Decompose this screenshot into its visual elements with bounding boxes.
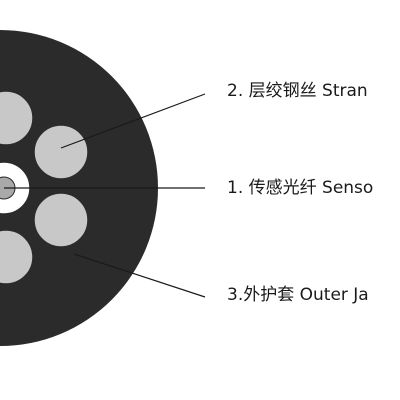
steel-wire [33,192,89,248]
steel-wire [0,229,34,285]
callout-outer-jacket: 3.外护套 Outer Ja [227,285,369,305]
steel-wire [0,90,34,146]
leader-line-strand [60,93,206,149]
callout-sensing-fiber: 1. 传感光纤 Senso [227,178,374,198]
callout-strand-wire: 2. 层绞钢丝 Stran [227,81,368,101]
steel-wire [33,124,89,180]
leader-line-jacket [73,253,206,298]
